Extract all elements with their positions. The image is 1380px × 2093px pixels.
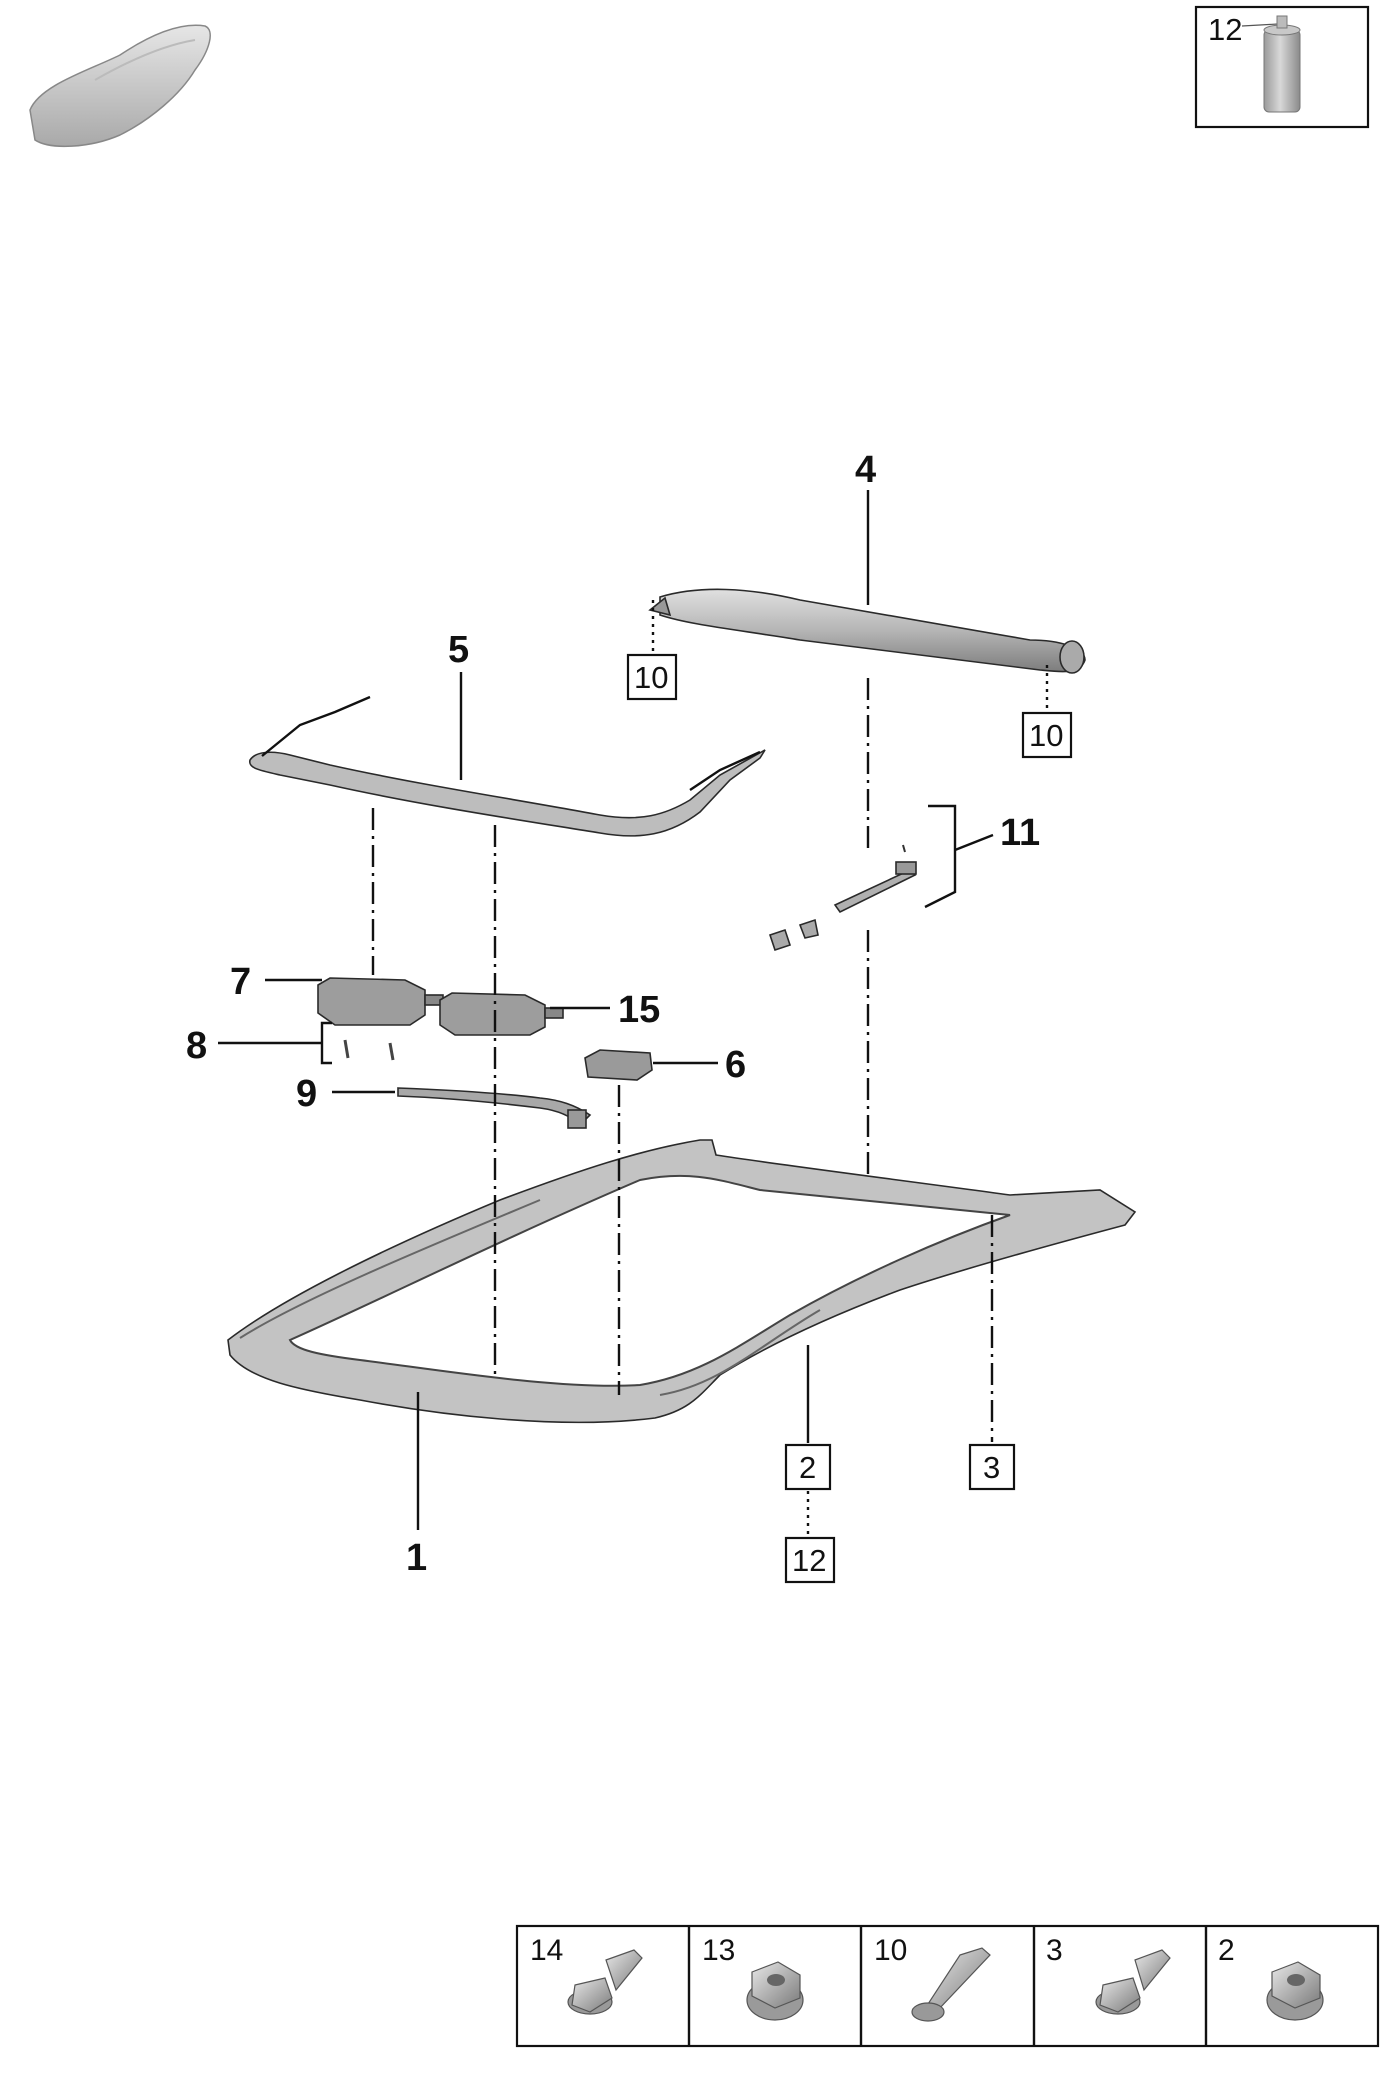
- wiring-harness-part: [397, 1087, 592, 1129]
- screw-icon: [911, 1947, 991, 2022]
- rod-set-part: [768, 844, 917, 952]
- boxed-ref-12: 12: [792, 1543, 826, 1578]
- legend-label-2: 10: [874, 1934, 907, 1967]
- legend-label-1: 13: [702, 1934, 735, 1967]
- callout-6: 6: [725, 1044, 746, 1086]
- callout-11: 11: [1000, 812, 1040, 854]
- callout-labels: 4 5 11 7 15 8 6 9 1: [186, 449, 1040, 1579]
- sunshade-roller-part: [648, 588, 1086, 674]
- boxed-ref-3: 3: [983, 1450, 1000, 1485]
- legend-label-3: 3: [1046, 1934, 1063, 1967]
- sunroof-frame-part: [227, 1139, 1137, 1424]
- boxed-ref-10-left: 10: [634, 660, 668, 695]
- guide-cable-part: [249, 695, 766, 837]
- spray-can-icon: [1263, 15, 1301, 113]
- callout-4: 4: [855, 449, 876, 491]
- screw-pair-part: [343, 1039, 395, 1061]
- control-unit-part: [584, 1049, 653, 1081]
- boxed-ref-10-right: 10: [1029, 718, 1063, 753]
- flange-nut-icon: [746, 1961, 804, 2021]
- boxed-references: 10 10 2 3 12: [626, 653, 1073, 1584]
- car-silhouette-icon: [29, 24, 211, 148]
- flange-nut-icon: [1266, 1961, 1324, 2021]
- flange-bolt-icon: [567, 1949, 643, 2015]
- callout-8: 8: [186, 1025, 207, 1067]
- fastener-legend: 14 13 10 3 2: [515, 1924, 1380, 2048]
- legend-label-0: 14: [530, 1934, 563, 1967]
- flange-bolt-icon: [1095, 1949, 1171, 2015]
- callout-1: 1: [406, 1537, 427, 1579]
- inset-label: 12: [1208, 12, 1242, 47]
- callout-5: 5: [448, 629, 469, 671]
- callout-9: 9: [296, 1073, 317, 1115]
- callout-15: 15: [618, 989, 660, 1031]
- boxed-ref-2: 2: [799, 1450, 816, 1485]
- drive-motor-part-7: [317, 977, 444, 1026]
- inset-sealant-box: 12: [1194, 5, 1370, 129]
- drive-motor-part-15: [439, 992, 564, 1036]
- leader-lines: [218, 490, 1049, 1537]
- legend-label-4: 2: [1218, 1934, 1235, 1967]
- callout-7: 7: [230, 961, 251, 1003]
